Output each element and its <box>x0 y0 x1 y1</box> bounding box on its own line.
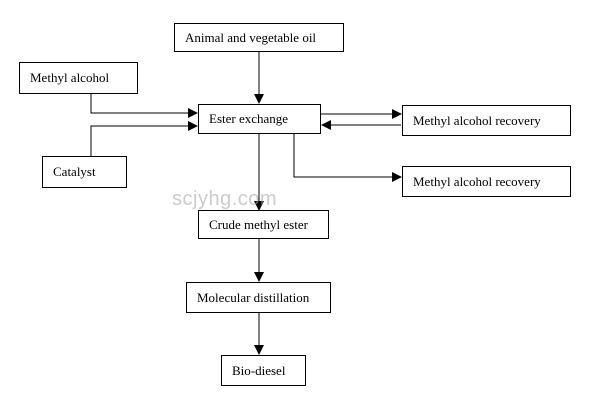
node-methyl-alcohol: Methyl alcohol <box>19 62 138 94</box>
node-ester-exchange: Ester exchange <box>198 104 321 134</box>
arrow-catalyst-to-ester-exchange <box>90 121 198 156</box>
arrow-methyl-alcohol-to-ester-exchange <box>90 94 198 118</box>
node-catalyst: Catalyst <box>42 156 127 188</box>
arrow-ester-exchange-to-recovery-2 <box>293 134 402 182</box>
node-methyl-alcohol-recovery-1: Methyl alcohol recovery <box>402 105 571 136</box>
node-animal-vegetable-oil: Animal and vegetable oil <box>174 23 344 52</box>
node-methyl-alcohol-recovery-2: Methyl alcohol recovery <box>402 166 571 197</box>
node-crude-methyl-ester: Crude methyl ester <box>198 210 329 239</box>
node-bio-diesel: Bio-diesel <box>221 355 306 386</box>
node-molecular-distillation: Molecular distillation <box>186 282 331 313</box>
